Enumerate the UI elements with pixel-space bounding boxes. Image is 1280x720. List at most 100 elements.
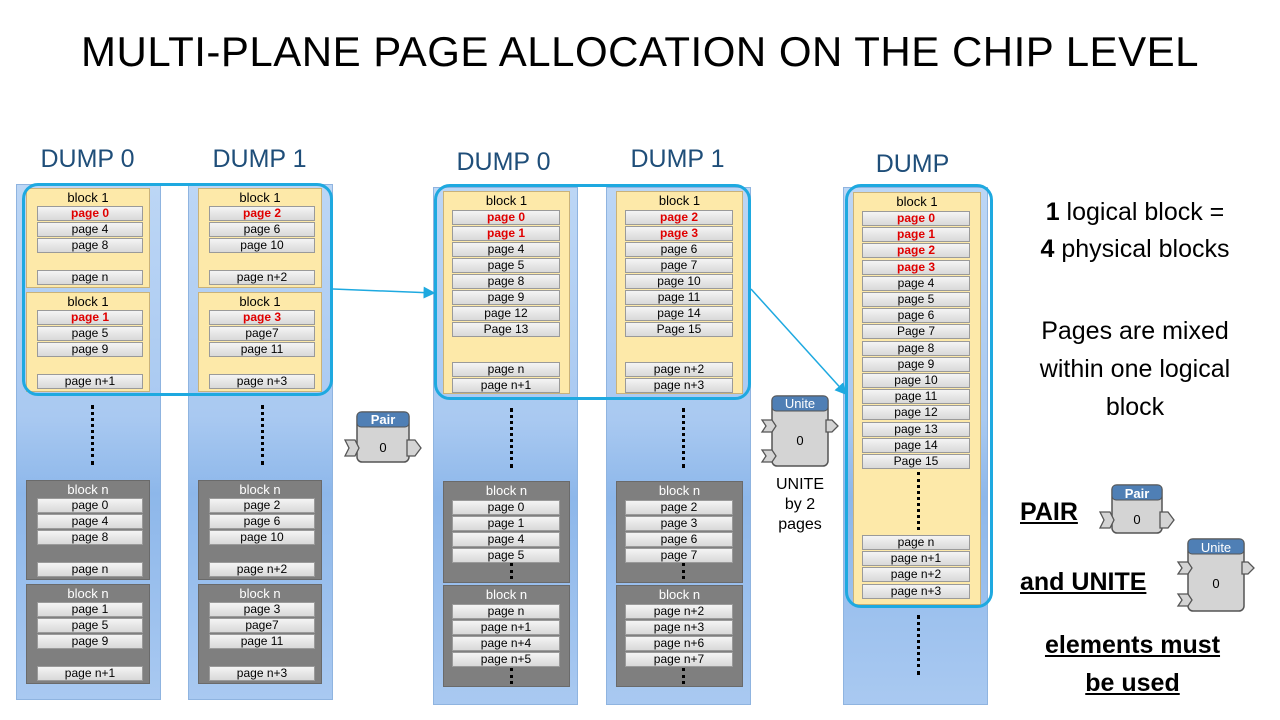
pair-element-title: Pair bbox=[370, 412, 396, 427]
block-title: block n bbox=[239, 482, 281, 497]
block-title: block 1 bbox=[67, 294, 109, 309]
ellipsis-dots bbox=[682, 408, 685, 468]
page-cell: page n+7 bbox=[625, 652, 733, 667]
must-line: be used bbox=[1085, 669, 1180, 697]
logical-block-outline-3 bbox=[845, 184, 993, 608]
page-cell: page 8 bbox=[37, 530, 143, 545]
unite-caption: UNITE by 2 pages bbox=[760, 475, 840, 535]
page-cell: page 7 bbox=[625, 258, 733, 273]
block-title: block 1 bbox=[658, 193, 701, 208]
page-cell: page 7 bbox=[625, 548, 733, 563]
page-cell: page n+2 bbox=[625, 362, 733, 377]
dump1-label-2: DUMP 1 bbox=[630, 145, 725, 173]
page-cell: page 13 bbox=[862, 421, 970, 437]
page-cell: page n+1 bbox=[862, 551, 970, 567]
page-cell: page 2 bbox=[209, 498, 315, 513]
page-cell: page 11 bbox=[209, 634, 315, 649]
page-cell: page 3 bbox=[625, 226, 733, 241]
page-cell: page 9 bbox=[37, 342, 143, 357]
page-cell: page 12 bbox=[452, 306, 560, 321]
unite-caption-line: UNITE bbox=[776, 476, 824, 493]
logical-count: 1 bbox=[1045, 198, 1060, 226]
page-cell: page 9 bbox=[452, 290, 560, 305]
pair-element-icon bbox=[343, 411, 422, 463]
unite-legend-value: 0 bbox=[1212, 576, 1220, 591]
page-cell: page n+3 bbox=[625, 378, 733, 393]
page-title: MULTI-PLANE PAGE ALLOCATION ON THE CHIP … bbox=[81, 28, 1199, 75]
block-title: block 1 bbox=[67, 190, 109, 205]
page-cell: page 12 bbox=[862, 405, 970, 421]
ellipsis-dots bbox=[91, 405, 94, 465]
ellipsis-dots bbox=[510, 668, 513, 684]
page-cell: page n+4 bbox=[452, 636, 560, 651]
page-cell: page 6 bbox=[625, 242, 733, 257]
unite-element-value: 0 bbox=[796, 433, 804, 448]
ellipsis-dots bbox=[917, 615, 920, 675]
page-cell: page n+1 bbox=[452, 378, 560, 393]
page-cell: page n+1 bbox=[37, 374, 143, 389]
pair-legend-title: Pair bbox=[1124, 486, 1150, 501]
ellipsis-dots bbox=[510, 563, 513, 579]
page-cell: page 4 bbox=[37, 514, 143, 529]
unite-element-icon bbox=[760, 395, 839, 467]
page-cell: page n+3 bbox=[209, 374, 315, 389]
page-cell: page 2 bbox=[209, 206, 315, 221]
logical-block-outline-1 bbox=[22, 183, 333, 396]
unite-legend-icon bbox=[1176, 538, 1255, 612]
page-cell: page 4 bbox=[452, 532, 560, 547]
pages-mixed-text: Pages are mixed within one logical block bbox=[1000, 312, 1270, 426]
page-cell: page n+2 bbox=[209, 562, 315, 577]
dump-label-3: DUMP bbox=[875, 150, 950, 178]
mixed-line: Pages are mixed bbox=[1041, 317, 1229, 345]
page-cell: page 8 bbox=[452, 274, 560, 289]
pair-word: PAIR bbox=[1020, 498, 1078, 526]
page-cell: page n bbox=[862, 535, 970, 550]
page-cell: page n bbox=[37, 562, 143, 577]
page-cell: page n+6 bbox=[625, 636, 733, 651]
page-cell: page n bbox=[452, 604, 560, 619]
page-cell: page 5 bbox=[452, 548, 560, 563]
page-cell: page 0 bbox=[452, 210, 560, 225]
page-cell: page 9 bbox=[862, 356, 970, 372]
page-cell: Page 15 bbox=[862, 454, 970, 469]
block-title: block n bbox=[67, 586, 109, 601]
page-cell: page n bbox=[37, 270, 143, 285]
page-cell: page n+3 bbox=[862, 583, 970, 599]
page-cell: page 2 bbox=[862, 243, 970, 259]
block-title: block n bbox=[67, 482, 109, 497]
page-cell: page 1 bbox=[862, 227, 970, 243]
page-cell: Page 15 bbox=[625, 322, 733, 337]
page-cell: page 3 bbox=[209, 310, 315, 325]
page-cell: page 5 bbox=[37, 326, 143, 341]
page-cell: page 14 bbox=[862, 437, 970, 453]
ellipsis-dots bbox=[510, 408, 513, 468]
page-cell: page 0 bbox=[862, 211, 970, 226]
page-cell: page 2 bbox=[625, 210, 733, 225]
page-cell: page 8 bbox=[862, 340, 970, 356]
page-cell: page 11 bbox=[625, 290, 733, 305]
physical-text: physical blocks bbox=[1054, 235, 1230, 263]
unite-caption-line: by 2 bbox=[784, 496, 816, 513]
page-cell: page 4 bbox=[37, 222, 143, 237]
page-cell: page7 bbox=[209, 326, 315, 341]
page-cell: page 6 bbox=[625, 532, 733, 547]
page-cell: page 3 bbox=[209, 602, 315, 617]
physical-count: 4 bbox=[1040, 235, 1055, 263]
page-cell: page 3 bbox=[625, 516, 733, 531]
dump0-label-1: DUMP 0 bbox=[40, 145, 135, 173]
block-title: block n bbox=[485, 483, 528, 498]
page-cell: page 0 bbox=[37, 498, 143, 513]
page-cell: Page 13 bbox=[452, 322, 560, 337]
arrow-panel2-to-panel3 bbox=[750, 288, 848, 396]
page-cell: page 1 bbox=[452, 516, 560, 531]
page-cell: page n+1 bbox=[452, 620, 560, 635]
page-cell: page 1 bbox=[37, 602, 143, 617]
ellipsis-dots bbox=[261, 405, 264, 465]
